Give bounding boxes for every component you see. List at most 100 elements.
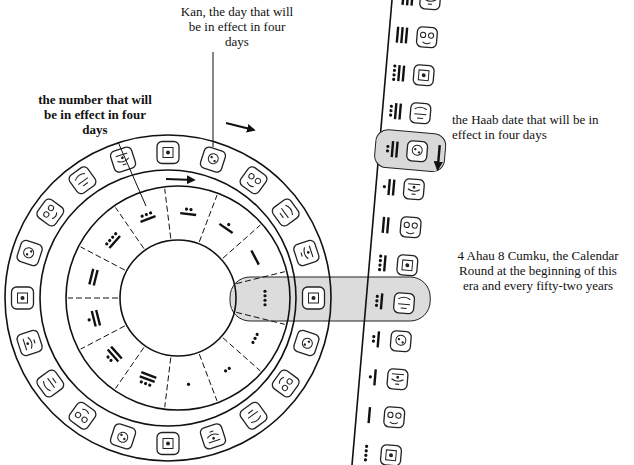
wheel-divider bbox=[81, 326, 125, 349]
numeral-dot bbox=[390, 105, 393, 108]
maya-numeral bbox=[138, 210, 156, 223]
day-glyph bbox=[380, 444, 402, 465]
numeral-dot bbox=[392, 78, 395, 81]
numeral-bar bbox=[392, 179, 396, 195]
day-glyph bbox=[410, 102, 432, 124]
numeral-dot bbox=[375, 299, 378, 302]
numeral-bar bbox=[406, 0, 410, 5]
numeral-dot bbox=[143, 381, 147, 385]
maya-numeral bbox=[187, 383, 191, 387]
haab-column-edge bbox=[352, 0, 392, 465]
numeral-dot bbox=[386, 145, 389, 148]
day-glyph bbox=[403, 178, 425, 200]
maya-numeral bbox=[223, 366, 231, 373]
numeral-bar bbox=[380, 293, 384, 309]
maya-numeral bbox=[392, 64, 405, 82]
day-glyph bbox=[157, 433, 179, 455]
numeral-dot bbox=[378, 263, 381, 266]
numeral-dot bbox=[393, 64, 396, 67]
haab-row bbox=[382, 177, 425, 200]
maya-numeral bbox=[219, 219, 236, 234]
numeral-dot bbox=[144, 212, 148, 216]
haab-row bbox=[392, 63, 435, 86]
wheel-divider bbox=[199, 354, 217, 401]
maya-numeral bbox=[86, 310, 101, 328]
maya-numeral bbox=[371, 331, 380, 348]
day-glyph bbox=[109, 423, 137, 451]
maya-numeral bbox=[382, 217, 390, 234]
numeral-dot bbox=[386, 149, 389, 152]
day-glyph bbox=[387, 368, 409, 390]
numeral-dot bbox=[109, 358, 114, 363]
numeral-bar bbox=[110, 346, 122, 360]
numeral-dot bbox=[375, 304, 378, 307]
numeral-dot bbox=[140, 214, 144, 218]
haab-row bbox=[374, 129, 447, 173]
day-glyph bbox=[293, 239, 321, 267]
numeral-dot bbox=[393, 69, 396, 72]
numeral-dot bbox=[110, 235, 115, 240]
maya-numeral bbox=[385, 141, 398, 158]
day-glyph bbox=[419, 0, 441, 10]
numeral-bar bbox=[140, 215, 156, 223]
day-glyph bbox=[35, 197, 66, 228]
day-glyph bbox=[238, 400, 269, 431]
maya-numeral bbox=[251, 332, 260, 344]
number-wheel-arrow bbox=[166, 179, 194, 180]
wheel-divider bbox=[116, 207, 144, 248]
numeral-dot bbox=[106, 355, 111, 360]
numeral-bar bbox=[410, 0, 414, 6]
day-glyph bbox=[270, 197, 301, 228]
numeral-dot bbox=[263, 299, 266, 302]
wheel-divider bbox=[236, 272, 285, 284]
numeral-dot bbox=[226, 222, 230, 226]
day-glyph bbox=[390, 330, 412, 352]
numeral-bar bbox=[107, 349, 119, 363]
callout-text: the number that will be in effect in fou… bbox=[38, 92, 152, 137]
numeral-bar bbox=[400, 27, 404, 43]
day-glyph bbox=[270, 368, 301, 399]
day-glyph bbox=[199, 146, 227, 174]
numeral-dot bbox=[372, 339, 375, 342]
wheel-divider bbox=[223, 225, 260, 258]
day-glyph bbox=[413, 64, 435, 86]
callout-text: 4 Ahau 8 Cumku, the Calendar Round at th… bbox=[452, 248, 624, 293]
numeral-bar bbox=[397, 65, 401, 81]
haab-arrow bbox=[438, 145, 440, 169]
numeral-bar bbox=[250, 250, 260, 265]
haab-row bbox=[381, 215, 421, 238]
haab-row bbox=[389, 101, 432, 124]
maya-numeral bbox=[364, 445, 369, 462]
numeral-bar bbox=[180, 212, 196, 216]
day-glyph bbox=[416, 26, 438, 48]
maya-numeral bbox=[396, 27, 409, 44]
day-glyph bbox=[393, 292, 415, 314]
numeral-bar bbox=[401, 0, 405, 5]
day-glyph bbox=[406, 140, 428, 162]
maya-numeral bbox=[368, 369, 377, 386]
numeral-dot bbox=[389, 113, 392, 116]
numeral-bar bbox=[367, 407, 371, 423]
numeral-bar bbox=[402, 65, 406, 81]
wheel-divider bbox=[116, 347, 144, 388]
numeral-dot bbox=[378, 268, 381, 271]
haab-row bbox=[395, 25, 437, 48]
numeral-bar bbox=[386, 217, 390, 233]
day-glyph bbox=[397, 254, 419, 276]
day-glyph bbox=[67, 400, 98, 431]
numeral-bar bbox=[219, 223, 234, 234]
maya-numeral bbox=[378, 254, 387, 271]
numeral-bar bbox=[93, 270, 99, 286]
maya-numeral bbox=[104, 232, 121, 249]
day-ring-outer bbox=[5, 135, 331, 461]
maya-numeral bbox=[180, 207, 197, 216]
numeral-dot bbox=[263, 303, 266, 306]
numeral-dot bbox=[365, 445, 368, 448]
numeral-dot bbox=[263, 290, 266, 293]
day-glyph bbox=[383, 406, 405, 428]
numeral-bar bbox=[376, 331, 380, 347]
wheel-divider bbox=[223, 338, 260, 371]
haab-row bbox=[396, 0, 441, 10]
numeral-bar bbox=[109, 235, 121, 249]
